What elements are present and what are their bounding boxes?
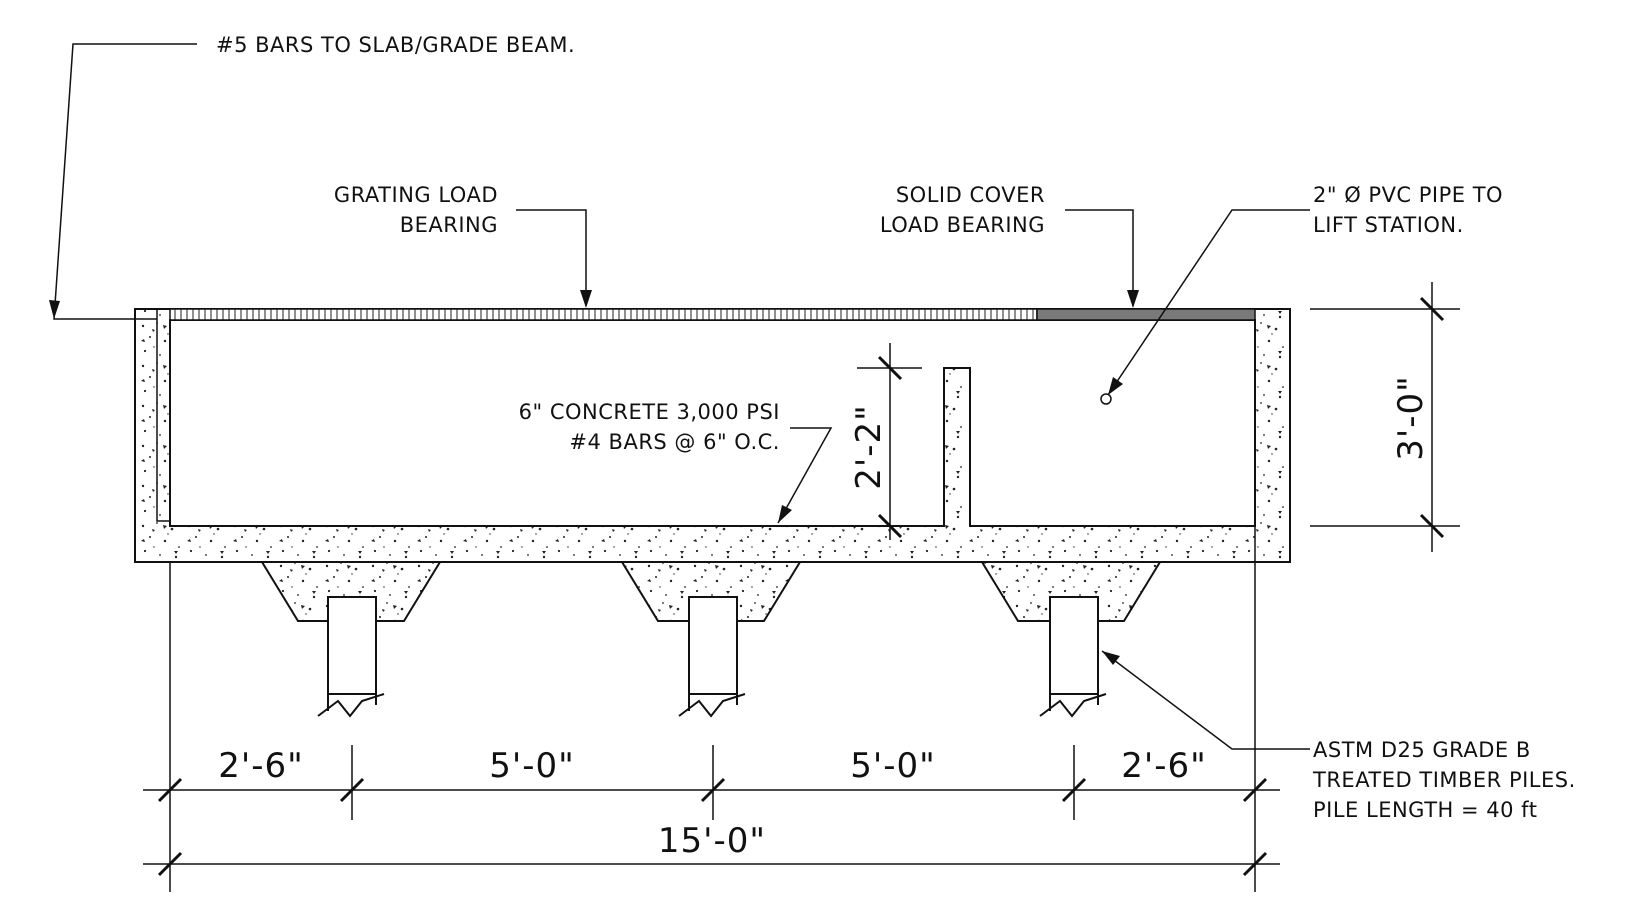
dim-span-1: 2'-6" [218, 746, 304, 786]
concrete-pit [134, 308, 1291, 622]
concrete-label-line1: 6" CONCRETE 3,000 PSI [519, 400, 780, 424]
piles-label-line3: PILE LENGTH = 40 ft [1313, 798, 1537, 822]
pile-2 [678, 596, 746, 718]
grating-label-line2: BEARING [400, 213, 498, 237]
leader-lines [49, 43, 1310, 750]
pvc-pipe-label-line1: 2" Ø PVC PIPE TO [1313, 183, 1503, 207]
solid-cover-label-line2: LOAD BEARING [880, 213, 1045, 237]
dim-span-3: 5'-0" [850, 746, 936, 786]
dim-span-4: 2'-6" [1121, 746, 1207, 786]
timber-piles [317, 596, 1107, 718]
solid-cover-label-line1: SOLID COVER [896, 183, 1045, 207]
dim-baffle-height: 2'-2" [849, 404, 889, 490]
piles-label-line2: TREATED TIMBER PILES. [1312, 768, 1576, 792]
footing-1 [260, 561, 442, 622]
grating-cover [169, 308, 1038, 321]
pile-1 [317, 596, 385, 718]
footing-3 [980, 561, 1162, 622]
dim-span-2: 5'-0" [489, 746, 575, 786]
dim-height-overall: 3'-0" [1391, 375, 1431, 461]
footing-2 [620, 561, 802, 622]
rebar-left-wall [156, 309, 170, 522]
pvc-pipe-label-line2: LIFT STATION. [1313, 213, 1464, 237]
bars-to-slab-label: #5 BARS TO SLAB/GRADE BEAM. [216, 33, 575, 57]
concrete-label-line2: #4 BARS @ 6" O.C. [569, 430, 780, 454]
piles-label-line1: ASTM D25 GRADE B [1313, 738, 1531, 762]
solid-cover [1036, 308, 1256, 321]
dim-overall-length: 15'-0" [658, 821, 766, 861]
pile-3 [1039, 596, 1107, 718]
pvc-pipe-marker [1100, 393, 1112, 405]
dimension-lines [143, 282, 1460, 892]
grating-label-line1: GRATING LOAD [334, 183, 498, 207]
